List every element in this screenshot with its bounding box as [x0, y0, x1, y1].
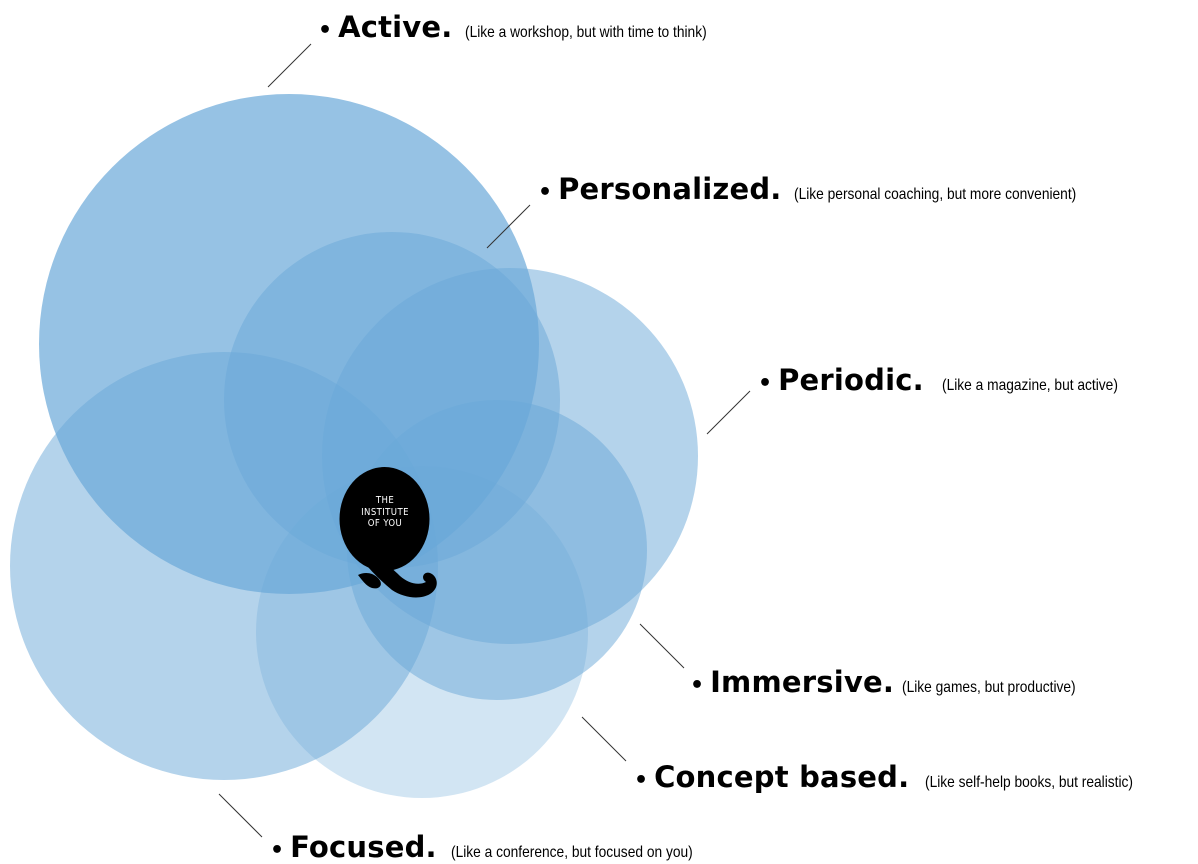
bullet: • [634, 768, 649, 793]
logo-text: THE INSTITUTE OF YOU [345, 495, 425, 530]
label-concept-based: • Concept based. (Like self-help books, … [634, 760, 1167, 794]
label-focused-description: (Like a conference, but focused on you) [450, 844, 693, 861]
label-focused-title: Focused. [290, 830, 437, 864]
bullet: • [318, 18, 333, 43]
label-immersive: • Immersive. (Like games, but productive… [690, 665, 1104, 699]
label-concept-based-description: (Like self-help books, but realistic) [925, 774, 1134, 791]
label-concept-based-title: Concept based. [654, 760, 910, 794]
label-personalized-title: Personalized. [558, 172, 782, 206]
active-circle [39, 94, 539, 594]
label-periodic-title: Periodic. [778, 363, 924, 397]
label-periodic: • Periodic. (Like a magazine, but active… [758, 363, 1146, 397]
periodic-connector-line [706, 390, 751, 435]
label-active-title: Active. [338, 10, 453, 44]
label-immersive-description: (Like games, but productive) [902, 679, 1076, 696]
label-focused: • Focused. (Like a conference, but focus… [270, 830, 732, 864]
active-connector-line [267, 43, 312, 88]
label-active-description: (Like a workshop, but with time to think… [464, 24, 707, 41]
label-immersive-title: Immersive. [710, 665, 895, 699]
bullet: • [690, 673, 705, 698]
bullet: • [538, 180, 553, 205]
label-active: • Active. (Like a workshop, but with tim… [318, 10, 746, 44]
label-periodic-description: (Like a magazine, but active) [941, 377, 1118, 394]
label-personalized-description: (Like personal coaching, but more conven… [793, 186, 1076, 203]
focused-connector-line [218, 793, 263, 838]
personalized-connector-line [486, 204, 531, 249]
institute-logo-icon [339, 467, 437, 598]
bullet: • [758, 371, 773, 396]
label-personalized: • Personalized. (Like personal coaching,… [538, 172, 1122, 206]
concept-connector-line [581, 716, 627, 762]
logo-line-1: THE [375, 495, 395, 506]
immersive-connector-line [639, 623, 685, 669]
bullet: • [270, 838, 285, 863]
logo-line-2: INSTITUTE [361, 506, 409, 518]
logo-line-3: OF YOU [367, 518, 403, 529]
